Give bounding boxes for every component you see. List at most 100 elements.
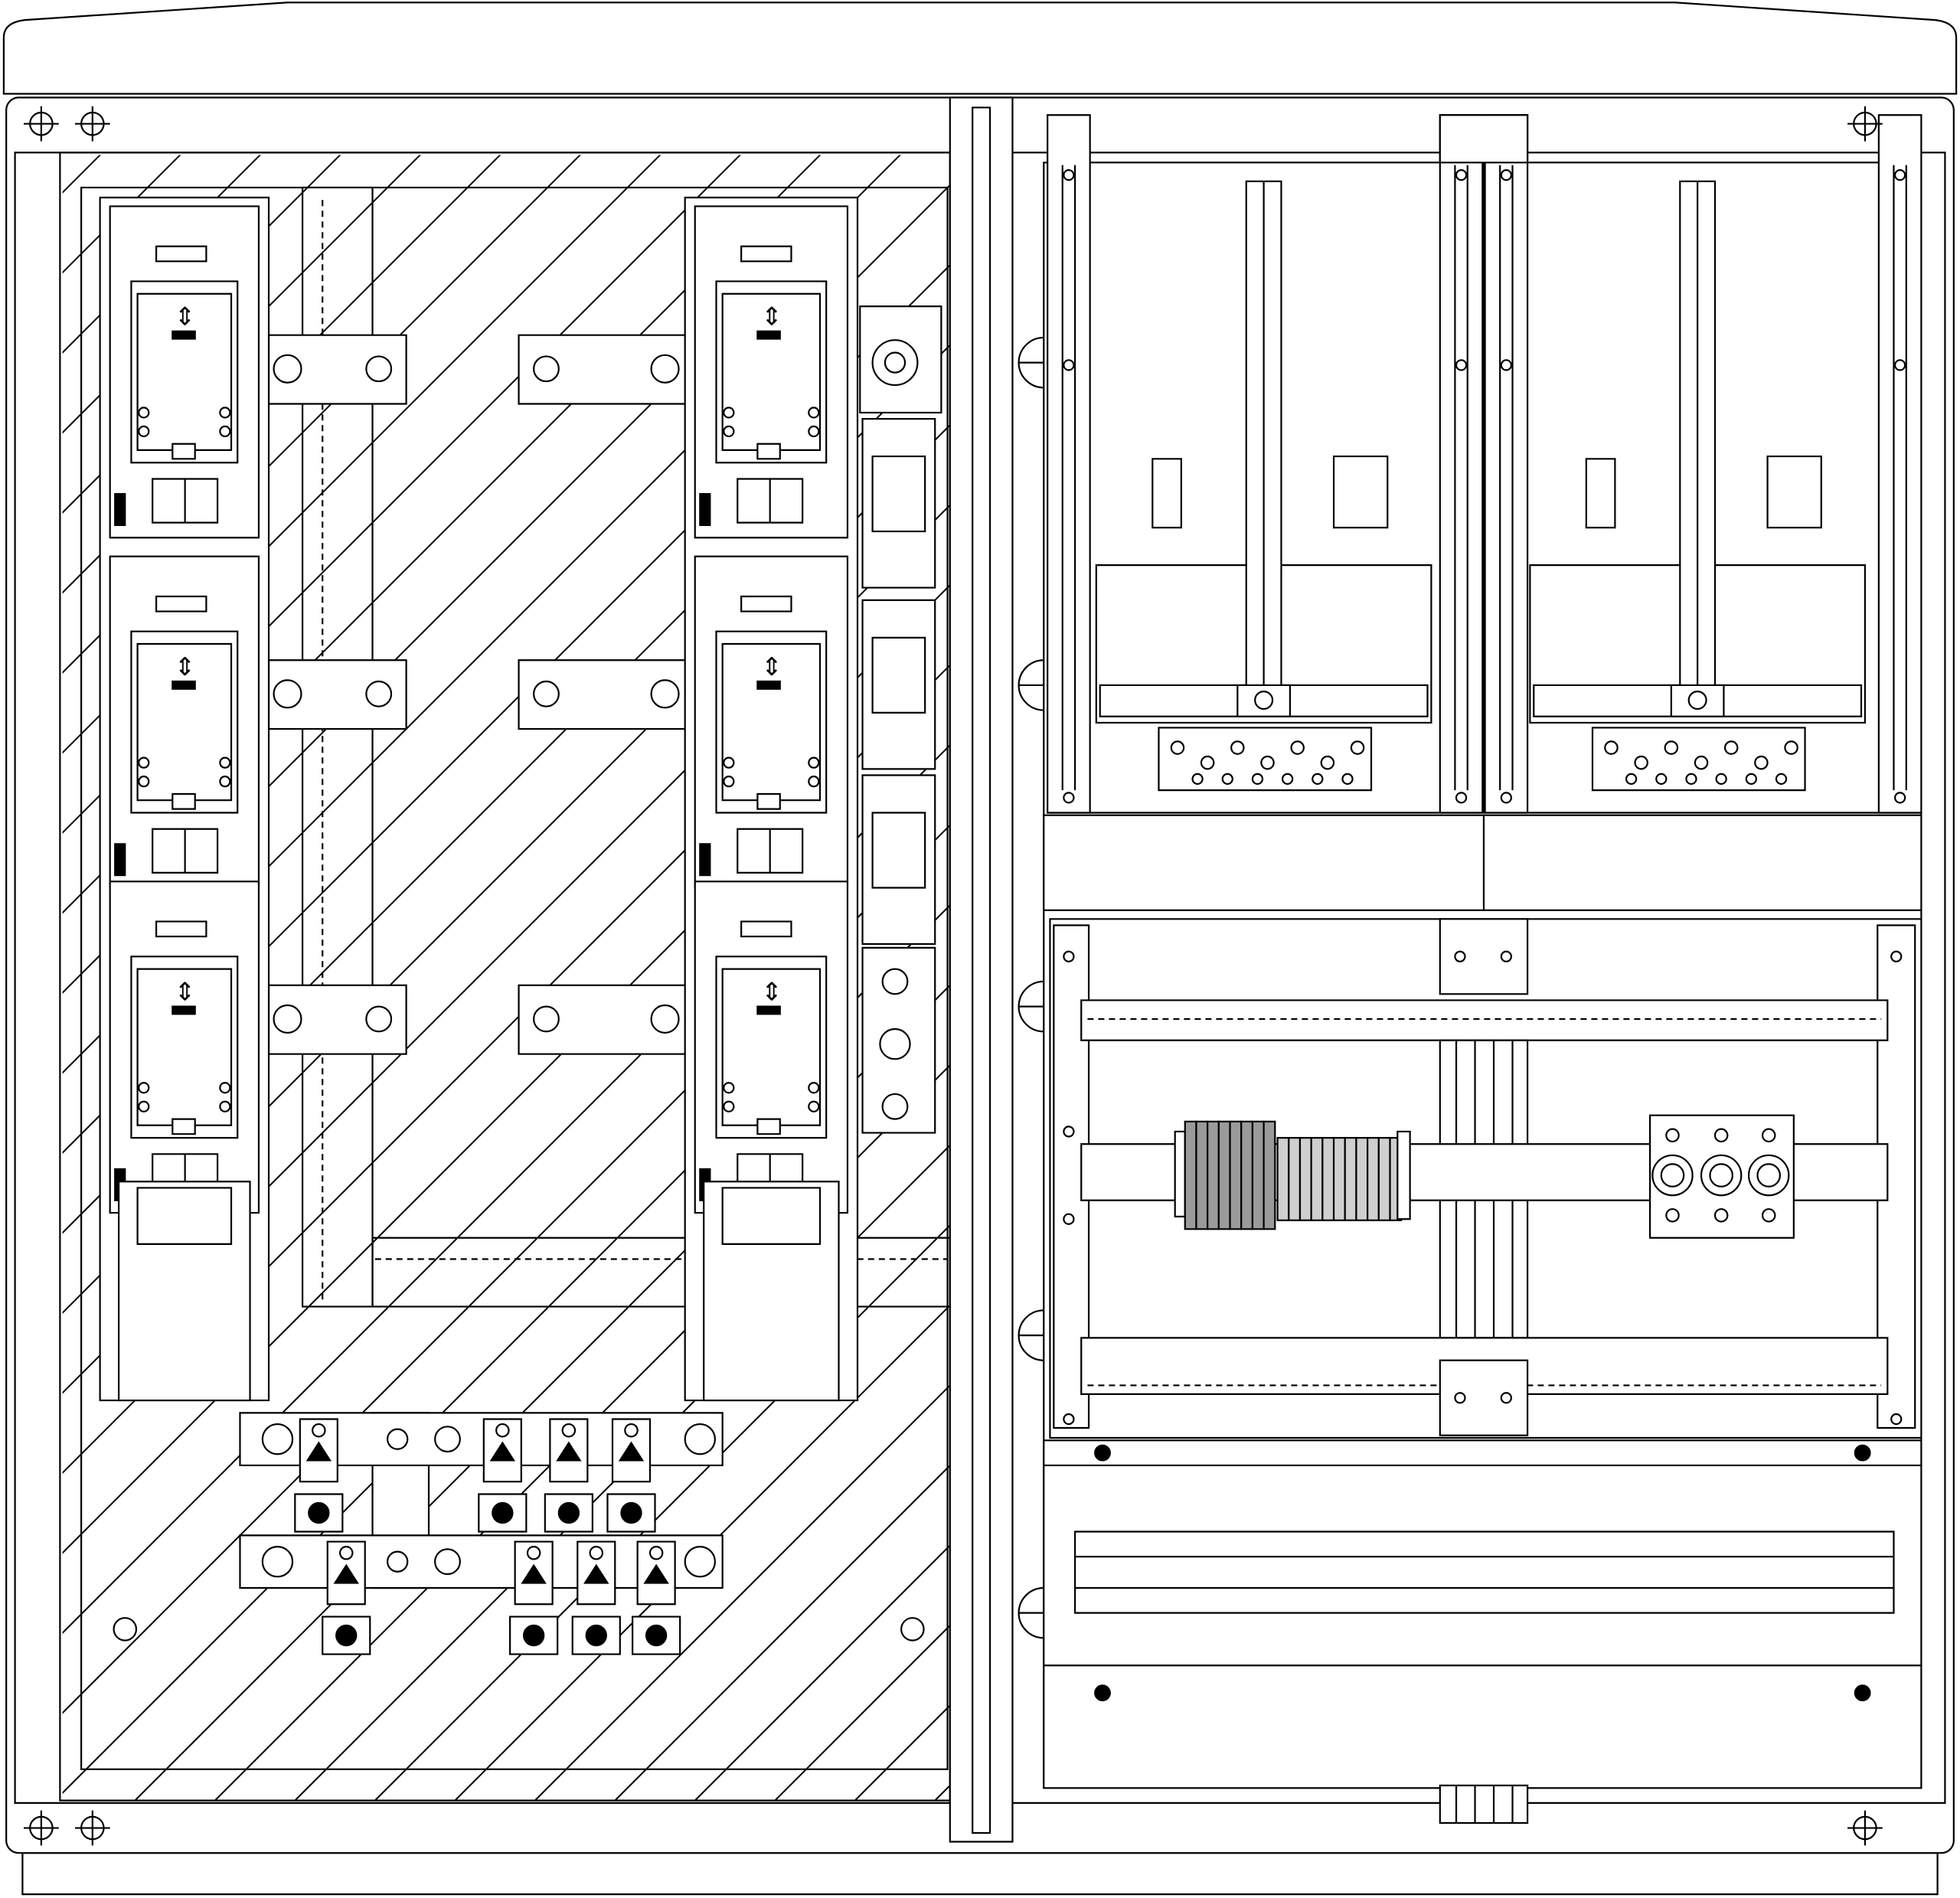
latch: [757, 1119, 779, 1135]
cable-entry-knockout: [1019, 660, 1044, 710]
clamp-screw: [336, 1625, 356, 1645]
terminal-screw: [1292, 741, 1304, 753]
right-compartment: [1019, 115, 1922, 1823]
main-terminal: [1650, 1116, 1794, 1238]
terminal-screw: [1261, 756, 1273, 769]
top-bracket: [1440, 115, 1527, 162]
up-down-arrow-icon: ⇕: [175, 652, 195, 681]
meter-field: [1050, 162, 1484, 812]
terminal-screw: [1253, 774, 1263, 784]
terminal-screw: [1695, 756, 1707, 769]
rivet: [808, 776, 818, 786]
rivet: [139, 1102, 149, 1112]
terminal-light: [1334, 1138, 1345, 1220]
central-divider-post: [950, 97, 1013, 1841]
screw-icon: [883, 1094, 908, 1119]
bolt-icon: [274, 1005, 302, 1033]
post-screw: [1501, 170, 1511, 180]
terminal-screw: [1746, 774, 1756, 784]
rivet: [808, 1102, 818, 1112]
screw: [1063, 1414, 1073, 1424]
clamp-arrow-icon: [557, 1443, 580, 1461]
end-stop: [1397, 1132, 1410, 1219]
clamp-screw: [524, 1625, 544, 1645]
corner-screw-icon: [75, 1811, 110, 1846]
cable-clamp: [295, 1419, 342, 1532]
bolt-icon: [652, 1005, 679, 1033]
terminal-screw: [1725, 741, 1737, 753]
terminal-light: [1379, 1138, 1390, 1220]
terminal-screw: [1665, 741, 1677, 753]
cable-clamp: [607, 1419, 655, 1532]
fuse-label-slot: [741, 247, 791, 262]
post-body: [1047, 115, 1090, 812]
meter-slot: [1334, 456, 1387, 528]
terminal-screw: [1282, 774, 1292, 784]
cabinet-roof: [4, 2, 1956, 93]
fuse-carrier-inner: [723, 969, 820, 1125]
support-post: [1440, 115, 1483, 812]
hanger-screw: [1689, 691, 1707, 709]
terminal-screw: [1755, 756, 1767, 769]
clamp-screw: [646, 1625, 666, 1645]
up-down-arrow-icon: ⇕: [175, 977, 195, 1006]
neutral-earth-busbar: [240, 1413, 722, 1531]
clamp-screw-block: [510, 1617, 557, 1655]
bolt-icon: [534, 1007, 559, 1032]
corner-screw-icon: [1847, 106, 1883, 142]
cable-clamp: [545, 1419, 593, 1532]
clamp-arrow-icon: [522, 1566, 544, 1583]
terminal-screw: [1342, 774, 1352, 784]
fuse-unit: ⇕: [110, 206, 259, 537]
rivet: [220, 758, 230, 768]
rivet: [724, 1102, 733, 1112]
corner-screw-icon: [24, 1811, 59, 1846]
clamp-screw-block: [322, 1617, 370, 1655]
hatch-line: [0, 150, 665, 1801]
latch: [172, 794, 194, 809]
clamp-screw: [586, 1625, 606, 1645]
clamp-arrow-icon: [620, 1443, 642, 1461]
screw: [1855, 1685, 1870, 1700]
post-screw: [1456, 360, 1466, 370]
fuse-carrier-inner: [138, 644, 231, 800]
terminal-light: [1278, 1138, 1289, 1220]
terminal-dark: [1253, 1122, 1264, 1229]
post-screw: [1456, 792, 1466, 802]
terminal-screw: [1715, 1129, 1727, 1142]
clamp-hole: [312, 1424, 325, 1436]
rotary-knob-center: [885, 353, 905, 373]
post-screw: [1063, 170, 1073, 180]
clamp-hole: [563, 1424, 575, 1436]
terminal-screw: [1312, 774, 1322, 784]
terminal-dark: [1230, 1122, 1242, 1229]
cable-clamp: [510, 1542, 557, 1655]
clamp-screw: [492, 1503, 512, 1523]
terminal-light: [1289, 1138, 1300, 1220]
indicator-mark: [757, 681, 779, 689]
rivet: [139, 776, 149, 786]
fuse-carrier-inner: [723, 294, 820, 450]
cable-entry-knockout: [1019, 1588, 1044, 1638]
up-down-arrow-icon: ⇕: [761, 652, 782, 681]
terminal-screw: [1785, 741, 1797, 753]
fuse-window: [873, 812, 926, 887]
hatch-line: [0, 150, 1305, 1801]
latch: [757, 444, 779, 459]
rivet: [139, 407, 149, 417]
cable-entry-knockout: [1019, 1310, 1044, 1360]
rivet: [724, 426, 733, 436]
rivet: [220, 426, 230, 436]
terminal-light: [1345, 1138, 1357, 1220]
fuse-switch-disconnector: ⇕ ⇕ ⇕: [100, 198, 269, 1400]
screw-icon: [883, 969, 908, 995]
clamp-arrow-icon: [585, 1566, 607, 1583]
terminal-screw: [1626, 774, 1636, 784]
fuse-unit: ⇕: [695, 881, 848, 1213]
bottom-bracket: [1440, 1785, 1527, 1823]
bolt-icon: [652, 680, 679, 707]
post-body: [1440, 115, 1483, 812]
bolt-icon: [685, 1547, 715, 1576]
bolt-icon: [366, 356, 391, 381]
corner-screw-icon: [24, 106, 59, 142]
